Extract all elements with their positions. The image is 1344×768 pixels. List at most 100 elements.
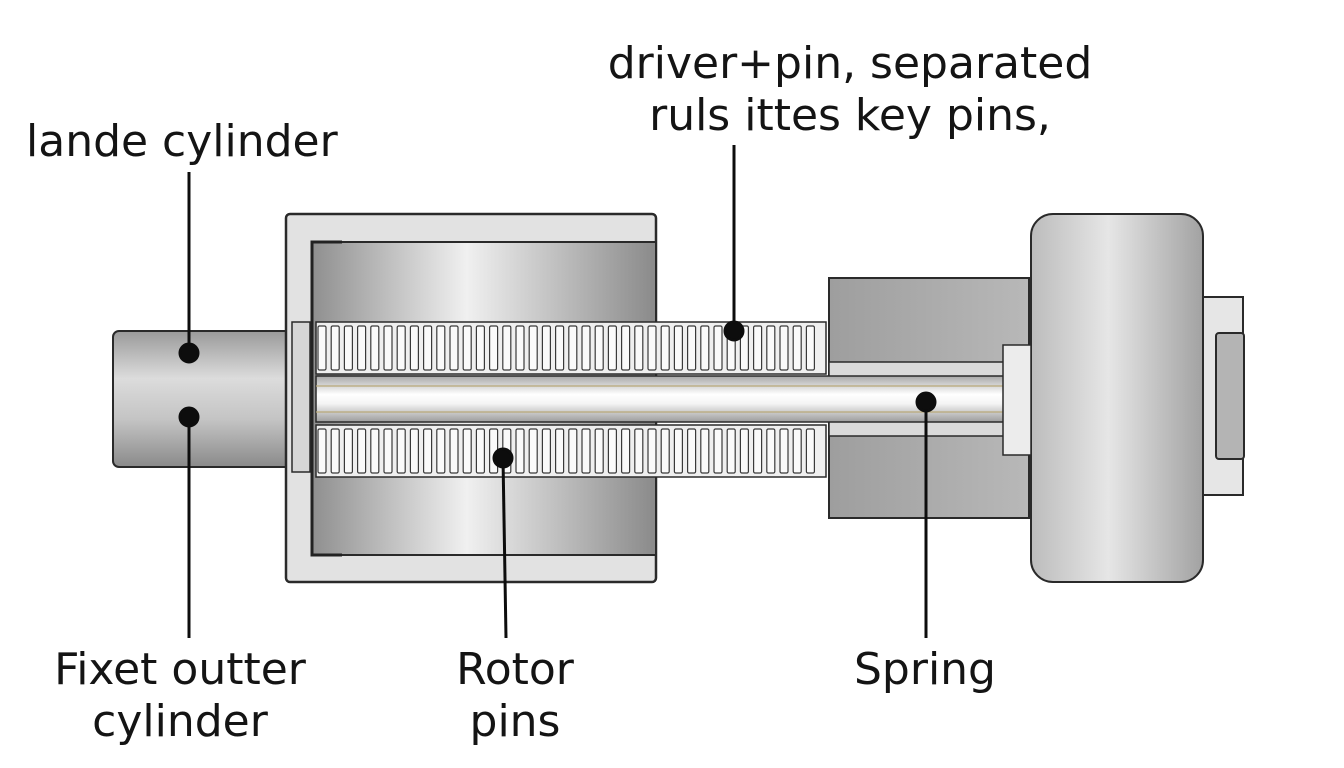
inner-cylinder-shaft: [112, 330, 304, 468]
pin: [502, 325, 512, 371]
dot-spring: [915, 391, 937, 413]
end-cap: [1030, 213, 1204, 583]
pin: [343, 428, 353, 474]
pin: [594, 428, 604, 474]
dot-driver-pins: [723, 320, 745, 342]
pin: [607, 325, 618, 371]
pin: [766, 428, 776, 474]
pin: [700, 428, 710, 474]
pin: [317, 325, 327, 371]
dot-inner-cylinder: [178, 342, 200, 364]
pin: [568, 428, 578, 474]
label-driver-pins-line-2: ruls ittes key pins,: [649, 90, 1051, 141]
label-driver-pins: driver+pin, separated ruls ittes key pin…: [570, 38, 1130, 142]
pin: [462, 325, 472, 371]
pin: [607, 428, 618, 474]
pin: [805, 325, 816, 371]
label-fixed-line-1: Fixet outter: [54, 644, 306, 695]
pin: [673, 325, 684, 371]
pin: [792, 428, 802, 474]
label-spring: Spring: [854, 644, 996, 695]
leader-rotor-pins: [501, 457, 508, 639]
label-rotor-line-2: pins: [469, 696, 561, 747]
pin: [713, 325, 723, 371]
pin: [660, 428, 670, 474]
pin: [594, 325, 604, 371]
pin: [686, 325, 697, 371]
end-cap-hub: [1002, 344, 1032, 456]
end-cap-knob: [1215, 332, 1245, 460]
pin: [634, 428, 644, 474]
pin: [581, 325, 591, 371]
pin: [396, 428, 406, 474]
pin: [541, 428, 552, 474]
label-rotor-line-1: Rotor: [456, 644, 574, 695]
driver-pin-row: [317, 325, 816, 371]
pin: [436, 325, 446, 371]
leader-lines: [178, 145, 937, 639]
pin: [779, 428, 789, 474]
pin: [541, 325, 552, 371]
spring-rod: [315, 375, 1017, 423]
pin: [330, 428, 340, 474]
pin: [383, 428, 393, 474]
pin: [357, 428, 367, 474]
pin: [581, 428, 591, 474]
pin: [462, 428, 472, 474]
label-rotor-pins: Rotor pins: [420, 644, 610, 748]
pin: [370, 428, 380, 474]
pin: [528, 325, 538, 371]
pin: [423, 428, 433, 474]
pin: [449, 428, 459, 474]
pin: [383, 325, 393, 371]
pin: [779, 325, 789, 371]
pin: [647, 325, 657, 371]
pin: [515, 325, 525, 371]
pin: [686, 428, 697, 474]
pin: [792, 325, 802, 371]
pin: [475, 325, 485, 371]
pin: [752, 325, 763, 371]
pin: [317, 428, 327, 474]
pin: [713, 428, 723, 474]
dot-rotor-pins: [492, 447, 514, 469]
rotor-pin-row: [317, 428, 816, 474]
pin: [409, 428, 419, 474]
label-fixed-outer-cylinder: Fixet outter cylinder: [30, 644, 330, 748]
pin: [423, 325, 433, 371]
dot-fixed-outer-cylinder: [178, 406, 200, 428]
housing-bracket: [310, 240, 342, 557]
pin: [739, 428, 750, 474]
pin: [673, 428, 684, 474]
pin: [489, 325, 499, 371]
pin: [475, 428, 485, 474]
pin: [370, 325, 380, 371]
pin: [647, 428, 657, 474]
pin: [805, 428, 816, 474]
pin: [409, 325, 419, 371]
pin: [568, 325, 578, 371]
pin: [752, 428, 763, 474]
pin: [449, 325, 459, 371]
label-fixed-line-2: cylinder: [92, 696, 268, 747]
label-inner-cylinder: lande cylinder: [26, 116, 338, 167]
pin: [515, 428, 525, 474]
pin: [660, 325, 670, 371]
pin: [766, 325, 776, 371]
pin: [396, 325, 406, 371]
pin: [330, 325, 340, 371]
label-driver-pins-line-1: driver+pin, separated: [607, 38, 1093, 89]
housing-inner-lip: [291, 321, 311, 473]
pin: [634, 325, 644, 371]
pin: [528, 428, 538, 474]
pin: [436, 428, 446, 474]
pin: [700, 325, 710, 371]
pin: [357, 325, 367, 371]
pin: [554, 325, 565, 371]
pin: [620, 325, 631, 371]
pin: [554, 428, 565, 474]
pin: [726, 428, 736, 474]
pin: [620, 428, 631, 474]
